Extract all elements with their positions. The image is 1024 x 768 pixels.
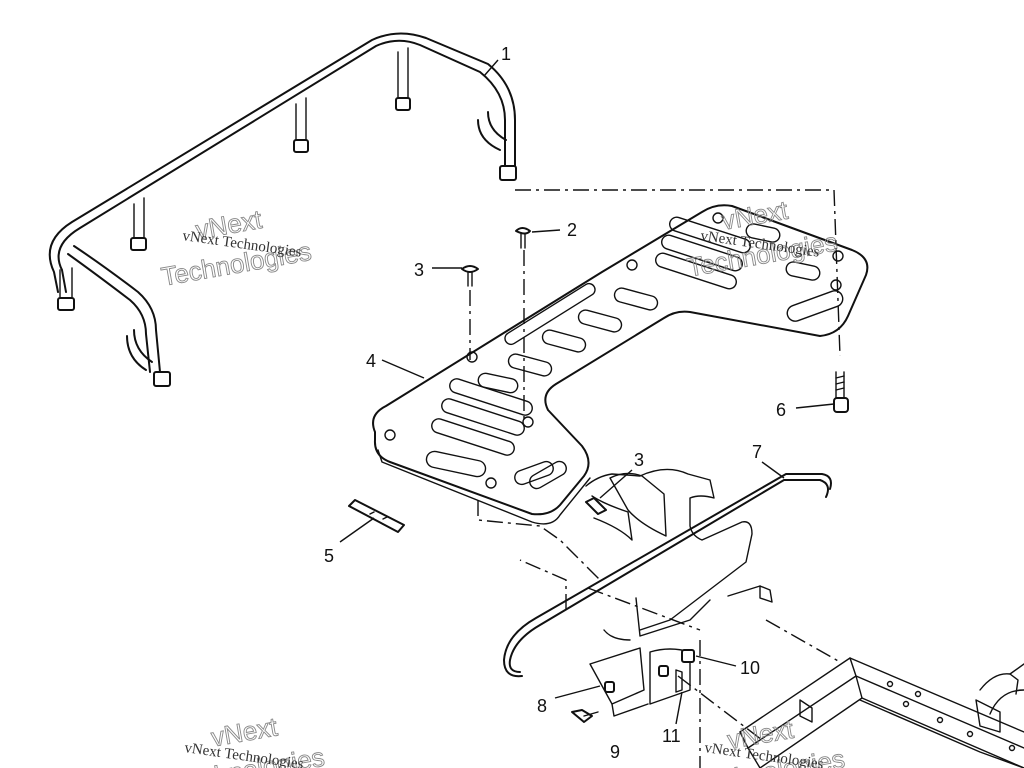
callout-7: 7 [752, 442, 762, 462]
callout-8: 8 [537, 696, 547, 716]
screw-part-3-upper [461, 265, 479, 287]
rack-deck-plate [372, 204, 869, 525]
rack-rail [48, 32, 517, 387]
callout-5: 5 [324, 546, 334, 566]
bolt-part-6 [833, 371, 849, 413]
callout-3-upper: 3 [414, 260, 424, 280]
callout-1: 1 [501, 44, 511, 64]
assembly-lines [469, 189, 841, 768]
reflector-part-5 [348, 499, 405, 533]
callout-3-lower: 3 [634, 450, 644, 470]
callout-10: 10 [740, 658, 760, 678]
callout-6: 6 [776, 400, 786, 420]
callouts: 1 2 3 4 5 6 7 3 8 9 10 11 [324, 44, 786, 762]
screw-part-2 [515, 227, 531, 249]
leader-lines [339, 59, 835, 725]
callout-11: 11 [662, 726, 681, 746]
mounting-bracket [571, 468, 773, 723]
callout-9: 9 [610, 742, 620, 762]
callout-4: 4 [366, 351, 376, 371]
callout-2: 2 [567, 220, 577, 240]
tube-part-7 [503, 473, 832, 678]
chassis-frame [739, 657, 1024, 768]
